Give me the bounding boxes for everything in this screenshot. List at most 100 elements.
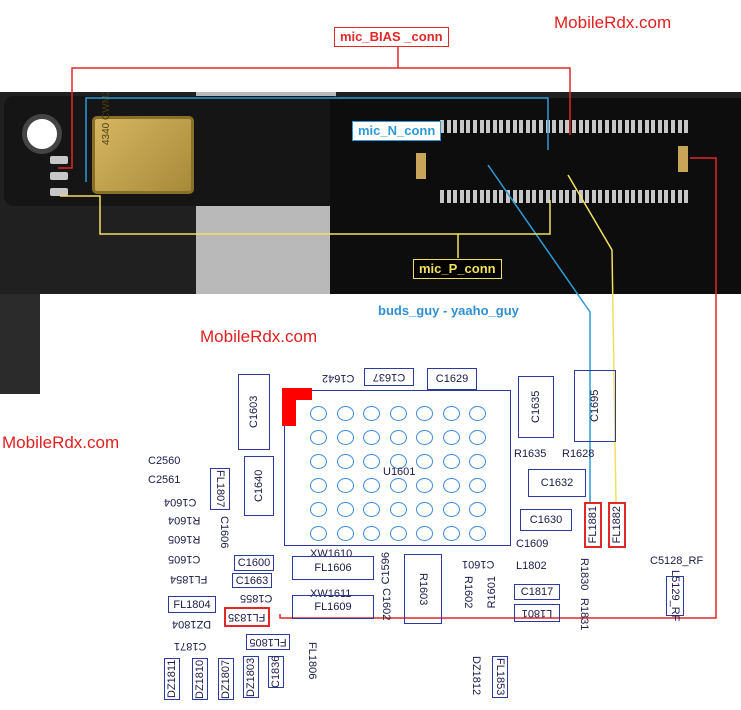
bga-ball: [310, 502, 327, 517]
comp-c1635: C1635: [518, 376, 554, 438]
connector-pin: [499, 120, 504, 133]
connector-pin: [532, 190, 537, 203]
comp-c1640: C1640: [244, 456, 274, 516]
connector-pin: [684, 120, 689, 133]
comp-fl1882-label: FL1882: [611, 506, 623, 544]
bga-ball: [469, 430, 486, 445]
connector-pin: [459, 120, 464, 133]
comp-fl1807: FL1807: [210, 468, 230, 510]
connector-pin: [684, 190, 689, 203]
bga-ball: [336, 526, 354, 541]
comp-r1635: R1635: [514, 448, 547, 460]
comp-c1600: C1600: [234, 555, 274, 571]
connector-pin: [677, 190, 682, 203]
n-trace-down: [487, 164, 591, 502]
comp-fl1805: FL1805: [246, 634, 290, 650]
comp-c2560: C2560: [148, 455, 181, 467]
comp-fl1881: FL1881: [584, 502, 602, 548]
connector-pin: [552, 190, 557, 203]
connector-pin: [611, 120, 616, 133]
comp-c1836: C1836: [268, 655, 284, 689]
connector-pin: [664, 120, 669, 133]
comp-dz1807: DZ1807: [218, 658, 234, 700]
comp-fl1806: FL1806: [306, 642, 318, 680]
connector-pin: [591, 120, 596, 133]
comp-c1602: C1602: [380, 588, 392, 621]
watermark-left: MobileRdx.com: [2, 433, 120, 452]
comp-c1632: C1632: [528, 469, 586, 497]
bga-ball: [469, 478, 486, 493]
chip-u1601: [284, 390, 511, 546]
connector-pin: [492, 120, 497, 133]
mic-pad-3: [50, 188, 68, 196]
comp-dz1812: DZ1812: [470, 656, 482, 696]
comp-c1695: C1695: [574, 370, 616, 442]
comp-l5129: L5129_RF: [666, 570, 684, 622]
connector-pin: [506, 120, 510, 133]
connector-pin: [591, 190, 596, 203]
p-label: mic_P_conn: [413, 259, 502, 279]
connector-pin: [545, 190, 550, 203]
bga-ball: [363, 478, 380, 493]
bga-ball: [363, 430, 380, 445]
bga-ball: [310, 526, 327, 541]
connector-pin: [479, 120, 484, 133]
comp-c1596: C1596: [380, 552, 392, 585]
connector-pin: [565, 190, 570, 203]
connector-pin: [605, 120, 609, 133]
bga-ball: [416, 406, 433, 421]
connector-pin: [624, 120, 629, 133]
connector-pin: [473, 120, 477, 133]
connector-pin: [598, 120, 603, 133]
connector-pin: [453, 120, 458, 133]
comp-c1642: C1642: [322, 372, 355, 384]
comp-c1871: C1871: [174, 640, 207, 652]
comp-r1628: R1628: [562, 448, 595, 460]
bga-ball: [442, 526, 460, 541]
p-trace: [60, 195, 459, 258]
comp-xw1610: XW1610: [310, 548, 353, 560]
connector-pin: [671, 190, 675, 203]
comp-c2561: C2561: [148, 474, 181, 486]
watermark-middle: MobileRdx.com: [200, 327, 318, 346]
microphone-can: 4340 CWM2: [92, 89, 194, 194]
bga-ball: [442, 502, 460, 517]
comp-r1603: R1603: [404, 554, 442, 624]
comp-l1801: L1801: [514, 604, 560, 622]
comp-c1637: C1637: [364, 368, 414, 386]
bga-ball: [336, 430, 354, 445]
connector-pin: [618, 190, 623, 203]
bga-ball: [389, 526, 407, 541]
bga-ball: [363, 502, 380, 517]
n-trace: [85, 97, 549, 182]
connector-pin: [618, 120, 623, 133]
connector-pin: [578, 120, 583, 133]
comp-fl1835-label: FL1835: [228, 611, 266, 623]
bga-ball: [363, 526, 380, 541]
p-trace-down: [567, 174, 617, 505]
connector-pin: [638, 120, 642, 133]
connector-pin: [506, 190, 510, 203]
bga-ball: [389, 502, 407, 517]
connector-pin: [605, 190, 609, 203]
connector-end-left: [416, 153, 426, 179]
connector-pin: [486, 120, 491, 133]
bga-ball: [310, 454, 327, 469]
bga-ball: [442, 454, 460, 469]
comp-c1609: C1609: [516, 538, 549, 550]
comp-r1605: R1605: [168, 533, 201, 545]
comp-fl1606: FL1606: [292, 556, 374, 580]
connector-pin: [651, 190, 656, 203]
bias-trace-right: [398, 67, 571, 135]
comp-dz1811: DZ1811: [164, 658, 180, 700]
n-label: mic_N_conn: [352, 121, 442, 141]
mic-pad-2: [50, 172, 68, 180]
mic-pad-1: [50, 156, 68, 164]
bga-ball: [363, 454, 380, 469]
comp-dz1804: DZ1804: [172, 618, 212, 630]
bga-ball: [442, 430, 460, 445]
connector-pin: [657, 190, 662, 203]
connector-pin: [539, 120, 543, 133]
bga-ball: [336, 502, 354, 517]
